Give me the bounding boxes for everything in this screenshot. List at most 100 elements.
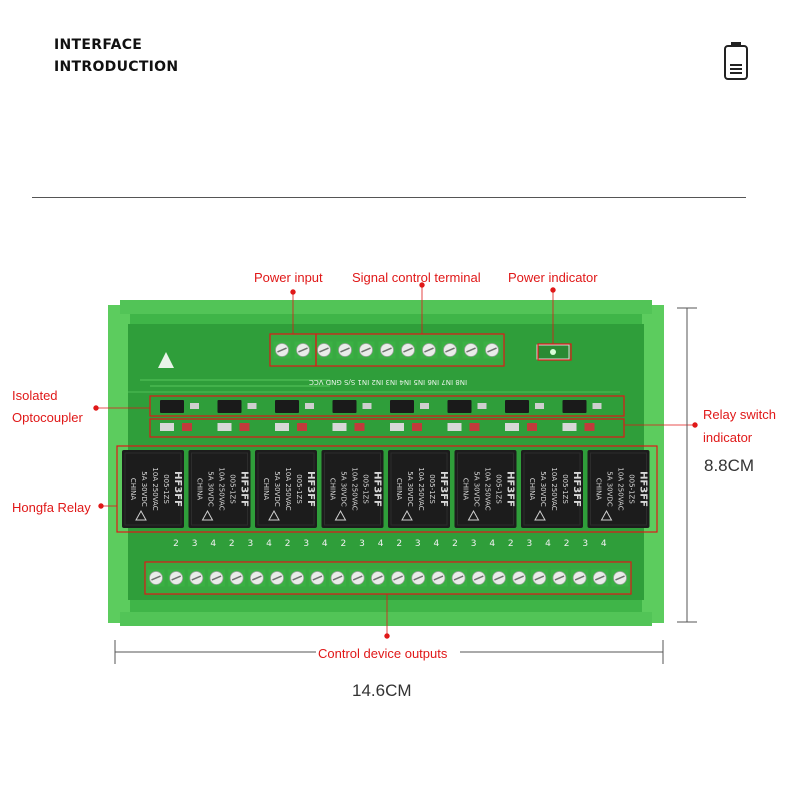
terminal-number: 2 xyxy=(564,539,570,549)
terminal-number: 3 xyxy=(303,539,309,549)
resistor xyxy=(527,423,537,431)
relay-marking: HF3FF xyxy=(505,471,516,507)
terminal-number: 3 xyxy=(359,539,365,549)
resistor xyxy=(297,423,307,431)
relay-led xyxy=(562,423,577,431)
resistor xyxy=(535,403,544,409)
output-screw xyxy=(550,569,568,587)
relay-marking: 10A 250VAC xyxy=(284,467,292,510)
output-screw xyxy=(490,569,508,587)
relay-switch-box xyxy=(149,418,625,438)
relay-marking: CHINA xyxy=(196,478,204,500)
terminal-number: 2 xyxy=(452,539,458,549)
relay-marking: 005-1ZS xyxy=(229,474,237,504)
output-screw xyxy=(208,569,226,587)
terminal-number: 4 xyxy=(210,539,216,549)
board-logo xyxy=(158,352,174,368)
terminal-number: 2 xyxy=(285,539,291,549)
resistor xyxy=(239,423,250,431)
optocoupler-box xyxy=(149,395,625,417)
resistor xyxy=(420,403,429,409)
callout-outputs: Control device outputs xyxy=(318,646,448,661)
relay-marking: HF3FF xyxy=(438,471,449,507)
optocoupler-chip xyxy=(275,400,299,413)
output-screw xyxy=(591,569,609,587)
section-title-line2: INTRODUCTION xyxy=(54,59,179,75)
terminal-number: 4 xyxy=(601,539,607,549)
optocoupler-chip xyxy=(562,400,587,413)
relay-marking: 005-1ZS xyxy=(495,474,503,504)
output-screw xyxy=(369,569,387,587)
terminal-number: 2 xyxy=(508,539,514,549)
callout-relay-switch-2: indicator xyxy=(703,430,753,445)
resistor xyxy=(190,403,199,409)
terminal-number: 4 xyxy=(545,539,551,549)
relay-marking: HF3FF xyxy=(239,471,250,507)
output-screw xyxy=(248,569,266,587)
resistor xyxy=(182,423,192,431)
input-screw xyxy=(483,341,501,359)
relay-marking: 005-1ZS xyxy=(362,474,370,504)
relay-marking: HF3FF xyxy=(305,471,316,507)
input-screw xyxy=(273,341,291,359)
resistor xyxy=(247,403,257,409)
relay-led xyxy=(505,423,519,431)
relay-led xyxy=(332,423,347,431)
signal-terminal-box xyxy=(315,333,505,367)
input-screw xyxy=(378,341,396,359)
terminal-number: 4 xyxy=(378,539,384,549)
relay-marking: HF3FF xyxy=(571,471,582,507)
output-screw xyxy=(147,569,165,587)
height-dimension: 8.8CM xyxy=(704,456,755,475)
optocoupler-chip xyxy=(505,400,529,413)
optocoupler-chip xyxy=(160,400,184,413)
callout-power-input: Power input xyxy=(254,270,323,285)
relay-marking: 5A 30VDC xyxy=(273,471,281,507)
input-screw xyxy=(357,341,375,359)
output-screw xyxy=(429,569,447,587)
relay-marking: 5A 30VDC xyxy=(606,471,614,507)
relay-marking: 10A 250VAC xyxy=(550,467,558,510)
battery-icon xyxy=(724,42,748,80)
resistor xyxy=(592,403,602,409)
callout-optocoupler-1: Isolated xyxy=(12,388,58,403)
optocoupler-chip xyxy=(390,400,414,413)
relay-led xyxy=(447,423,462,431)
output-screw xyxy=(329,569,347,587)
relay-marking: 005-1ZS xyxy=(561,474,569,504)
optocoupler-row xyxy=(160,400,602,413)
optocoupler-chip xyxy=(217,400,242,413)
relay-marking: 10A 250VAC xyxy=(218,467,226,510)
resistor xyxy=(412,423,422,431)
resistor xyxy=(469,423,480,431)
callout-optocoupler-2: Optocoupler xyxy=(12,410,83,425)
output-screw xyxy=(288,569,306,587)
terminal-number: 4 xyxy=(434,539,440,549)
relay-marking: 5A 30VDC xyxy=(539,471,547,507)
relay-marking: CHINA xyxy=(262,478,270,500)
input-screw xyxy=(399,341,417,359)
relay-marking: 5A 30VDC xyxy=(406,471,414,507)
resistor xyxy=(354,423,365,431)
relay-marking: 10A 250VAC xyxy=(351,467,359,510)
relay-led xyxy=(217,423,232,431)
relay-marking: CHINA xyxy=(528,478,536,500)
terminal-number: 3 xyxy=(192,539,198,549)
relay-marking: HF3FF xyxy=(372,471,383,507)
dimension-lines xyxy=(114,307,697,664)
output-terminal-block xyxy=(145,562,631,594)
power-indicator-box xyxy=(537,343,572,361)
output-screw xyxy=(510,569,528,587)
relay-marking: 5A 30VDC xyxy=(473,471,481,507)
terminal-number: 3 xyxy=(527,539,533,549)
callout-relay: Hongfa Relay xyxy=(12,500,91,515)
relay-marking: CHINA xyxy=(462,478,470,500)
